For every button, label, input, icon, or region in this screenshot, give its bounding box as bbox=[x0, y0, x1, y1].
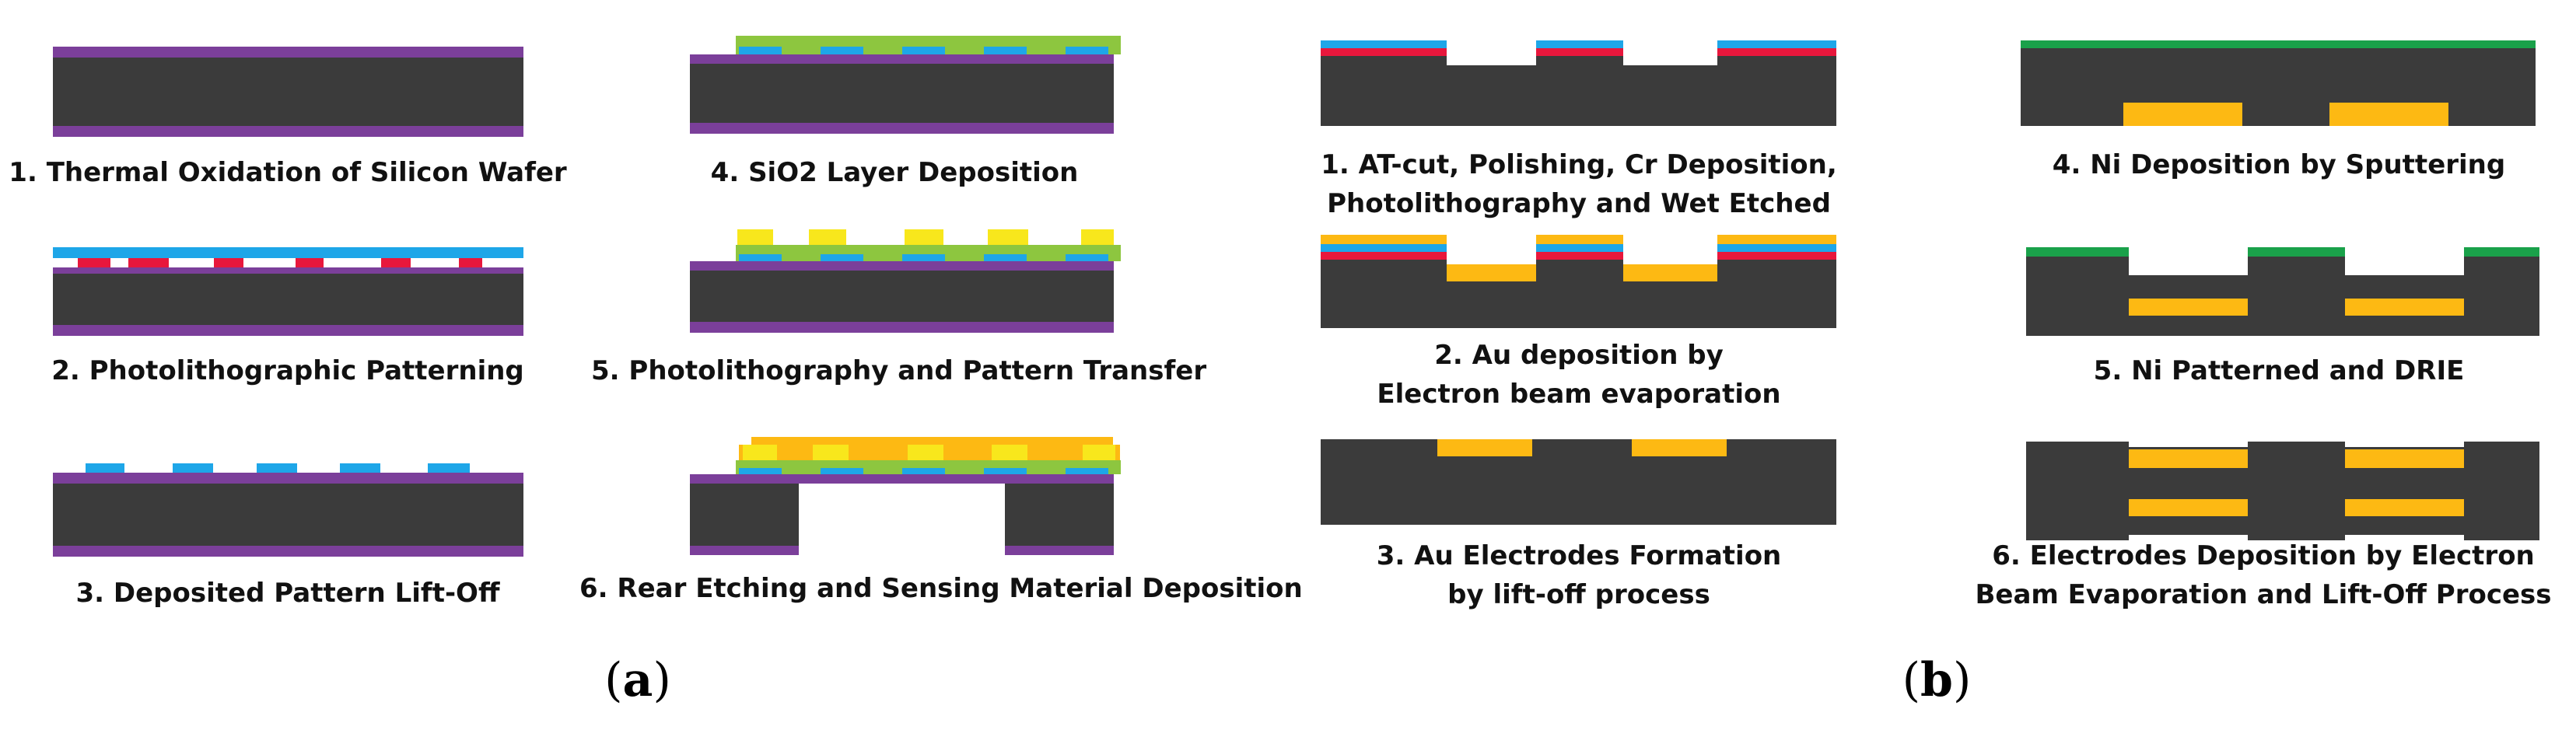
panel-a-label-close: ) bbox=[653, 653, 671, 707]
step-a3-cross-section bbox=[53, 463, 523, 557]
step-a6-cross-section bbox=[690, 437, 1121, 555]
step-b3-caption-line2: by lift-off process bbox=[1447, 579, 1710, 610]
panel-a-label-open: ( bbox=[604, 653, 623, 707]
step-a1-caption: 1. Thermal Oxidation of Silicon Wafer bbox=[9, 157, 567, 188]
step-b2-caption-line1: 2. Au deposition by bbox=[1434, 340, 1724, 371]
step-b3-caption-line1: 3. Au Electrodes Formation bbox=[1376, 540, 1782, 571]
panel-b-label-open: ( bbox=[1902, 653, 1921, 707]
panel-a-label: (a) bbox=[560, 653, 716, 707]
step-a4-cross-section bbox=[690, 36, 1121, 134]
step-a2-cross-section bbox=[53, 247, 523, 336]
step-b3-cross-section bbox=[1321, 439, 1836, 525]
step-b6-caption-line2: Beam Evaporation and Lift-Off Process bbox=[1975, 579, 2552, 610]
step-a3-caption: 3. Deposited Pattern Lift-Off bbox=[75, 578, 500, 609]
step-b4-cross-section bbox=[2021, 40, 2536, 126]
step-b2-cross-section bbox=[1321, 235, 1836, 328]
step-a5-caption: 5. Photolithography and Pattern Transfer bbox=[591, 355, 1207, 386]
panel-b-label-letter: b bbox=[1920, 653, 1953, 707]
step-a5-cross-section bbox=[690, 229, 1121, 333]
step-b1-caption-line1: 1. AT-cut, Polishing, Cr Deposition, bbox=[1321, 149, 1837, 180]
step-b4-caption: 4. Ni Deposition by Sputtering bbox=[2052, 149, 2506, 180]
step-b1-cross-section bbox=[1321, 40, 1836, 126]
step-b6-cross-section bbox=[2026, 442, 2539, 540]
step-a4-caption: 4. SiO2 Layer Deposition bbox=[710, 157, 1079, 188]
panel-b-label: (b) bbox=[1859, 653, 2014, 707]
step-b5-caption: 5. Ni Patterned and DRIE bbox=[2093, 355, 2465, 386]
step-a1-cross-section bbox=[53, 47, 523, 137]
step-b1-caption-line2: Photolithography and Wet Etched bbox=[1327, 188, 1831, 219]
step-b6-caption-line1: 6. Electrodes Deposition by Electron bbox=[1992, 540, 2535, 571]
step-b2-caption-line2: Electron beam evaporation bbox=[1377, 379, 1781, 410]
panel-a-label-letter: a bbox=[622, 653, 653, 707]
panel-b-label-close: ) bbox=[1952, 653, 1972, 707]
step-a6-caption: 6. Rear Etching and Sensing Material Dep… bbox=[579, 573, 1303, 604]
step-a2-caption: 2. Photolithographic Patterning bbox=[51, 355, 524, 386]
step-b5-cross-section bbox=[2026, 247, 2539, 336]
